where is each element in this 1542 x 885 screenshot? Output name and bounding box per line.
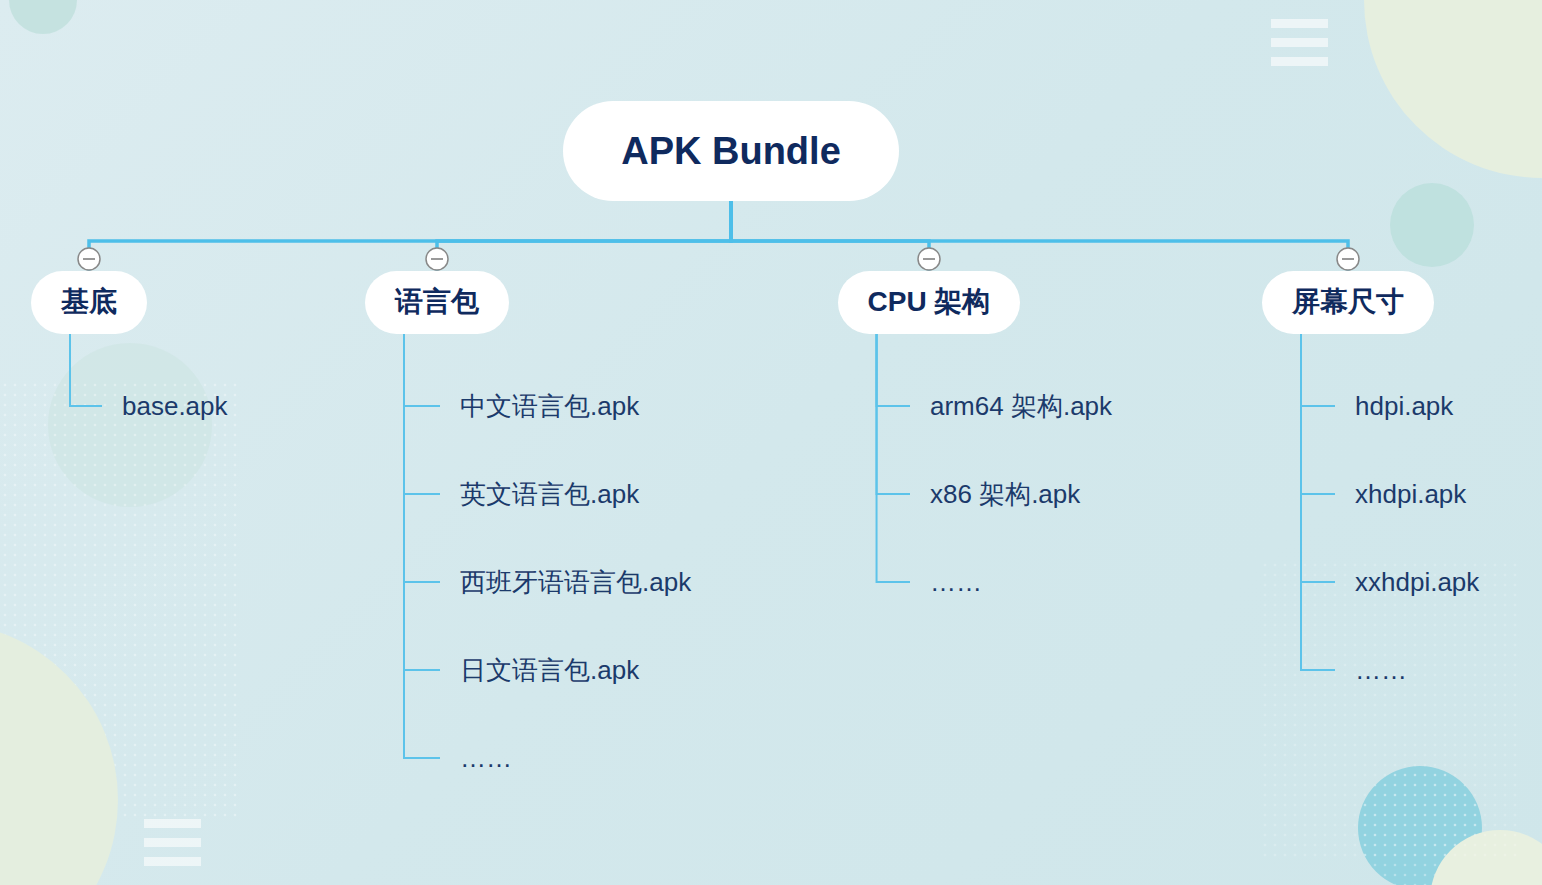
item-label: base.apk [122, 389, 228, 423]
item-label: …… [1355, 653, 1407, 687]
item-label: xxhdpi.apk [1355, 565, 1479, 599]
apk-item: …… [1335, 653, 1407, 687]
tree-connector [731, 201, 929, 271]
box-label: 语言包 [395, 283, 479, 321]
item-label: …… [460, 741, 512, 775]
category-box: 语言包 [365, 271, 509, 334]
item-label: …… [930, 565, 982, 599]
item-label: arm64 架构.apk [930, 389, 1112, 423]
tree-connector [404, 334, 440, 495]
tree-connector [1301, 334, 1335, 495]
tree-connector [877, 334, 910, 495]
apk-item: …… [440, 741, 512, 775]
apk-item: xxhdpi.apk [1335, 565, 1479, 599]
apk-item: 中文语言包.apk [440, 389, 639, 423]
root-box: APK Bundle [563, 101, 899, 201]
apk-item: arm64 架构.apk [910, 389, 1112, 423]
apk-item: base.apk [102, 389, 228, 423]
apk-item: xhdpi.apk [1335, 477, 1466, 511]
apk-item: …… [910, 565, 982, 599]
tree-connector [89, 201, 731, 271]
category-box: 基底 [31, 271, 147, 334]
item-label: 英文语言包.apk [460, 477, 639, 511]
tree-connector [1301, 334, 1335, 671]
box-label: APK Bundle [621, 130, 841, 173]
tree-connector [404, 334, 440, 671]
item-label: xhdpi.apk [1355, 477, 1466, 511]
category-box: 屏幕尺寸 [1262, 271, 1434, 334]
tree-connector [404, 334, 440, 407]
apk-item: 英文语言包.apk [440, 477, 639, 511]
item-label: 西班牙语语言包.apk [460, 565, 691, 599]
item-label: 日文语言包.apk [460, 653, 639, 687]
category-box: CPU 架构 [838, 271, 1021, 334]
tree-connector [437, 201, 731, 271]
item-label: hdpi.apk [1355, 389, 1453, 423]
tree-connector [1301, 334, 1335, 407]
box-label: 屏幕尺寸 [1292, 283, 1404, 321]
item-label: x86 架构.apk [930, 477, 1080, 511]
box-label: 基底 [61, 283, 117, 321]
tree-connector [70, 334, 102, 407]
tree-connector [877, 334, 910, 583]
tree-connector [404, 334, 440, 583]
tree-connector [877, 334, 910, 407]
apk-item: 西班牙语语言包.apk [440, 565, 691, 599]
box-label: CPU 架构 [868, 283, 991, 321]
apk-item: x86 架构.apk [910, 477, 1080, 511]
tree-connector [404, 334, 440, 759]
tree-connector [1301, 334, 1335, 583]
item-label: 中文语言包.apk [460, 389, 639, 423]
tree-connector [731, 201, 1348, 271]
apk-item: 日文语言包.apk [440, 653, 639, 687]
apk-item: hdpi.apk [1335, 389, 1453, 423]
